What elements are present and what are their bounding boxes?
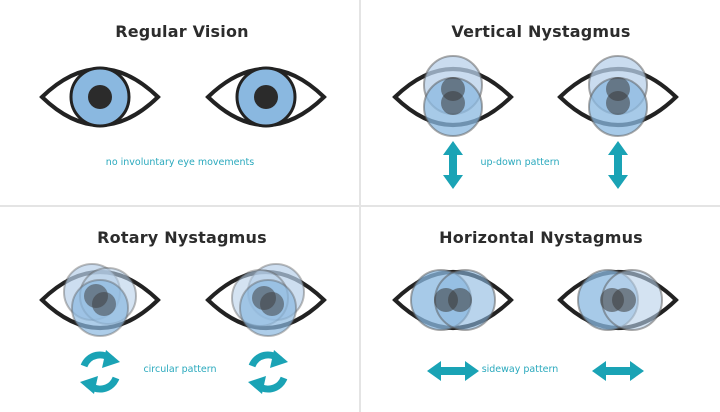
circular-arrows-icon	[248, 350, 288, 394]
caption-rotary: circular pattern	[143, 364, 217, 375]
panel-title-regular: Regular Vision	[115, 22, 249, 41]
eye-icon	[558, 269, 678, 331]
eye-icon	[40, 66, 160, 128]
caption-vertical: up-down pattern	[480, 157, 560, 168]
left-right-arrow-icon	[427, 361, 479, 381]
panel-title-horizontal: Horizontal Nystagmus	[439, 228, 643, 247]
eye-icon	[393, 55, 513, 137]
eye-icon	[558, 55, 678, 137]
horizontal-divider	[0, 205, 720, 207]
caption-regular: no involuntary eye movements	[105, 157, 255, 168]
caption-horizontal: sideway pattern	[481, 364, 559, 375]
left-right-arrow-icon	[592, 361, 644, 381]
panel-title-vertical: Vertical Nystagmus	[451, 22, 631, 41]
eye-icon	[206, 66, 326, 128]
eye-icon	[393, 269, 513, 331]
panel-title-rotary: Rotary Nystagmus	[97, 228, 267, 247]
eye-icon	[206, 263, 326, 337]
circular-arrows-icon	[80, 350, 120, 394]
up-down-arrow-icon	[608, 141, 628, 189]
eye-icon	[40, 263, 160, 337]
up-down-arrow-icon	[443, 141, 463, 189]
